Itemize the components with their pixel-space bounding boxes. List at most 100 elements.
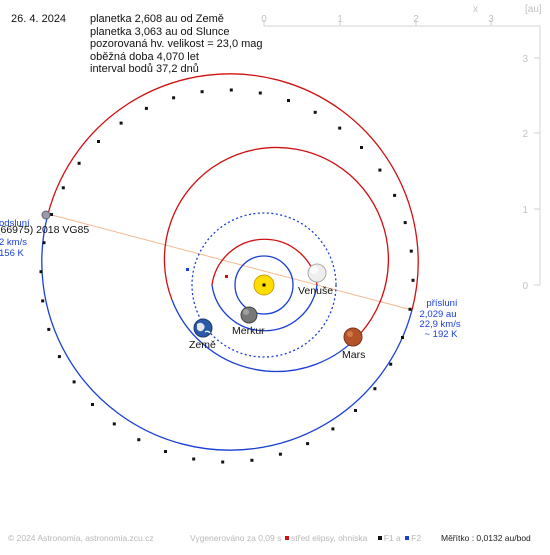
- aphelion-speed: 2 km/s: [0, 237, 27, 248]
- orbit-point: [57, 355, 61, 359]
- orbit-point: [408, 307, 412, 311]
- orbit-point: [306, 442, 310, 446]
- orbit-point: [72, 380, 76, 384]
- asteroid-icon: [41, 210, 51, 220]
- orbit-point: [401, 336, 404, 339]
- orbit-point: [39, 270, 43, 274]
- orbit-point: [360, 146, 363, 149]
- orbit-point: [112, 422, 116, 426]
- second-focus-marker: [186, 268, 189, 271]
- orbit-point: [411, 278, 415, 282]
- info-magnitude: pozorovaná hv. velikost = 23,0 mag: [90, 38, 263, 50]
- orbit-point: [97, 140, 100, 143]
- sun-focus-marker: [262, 283, 266, 287]
- aphelion-title: odsluní: [0, 218, 30, 229]
- mercury-icon: [240, 306, 258, 324]
- orbit-point: [409, 249, 413, 253]
- orbit-point: [278, 452, 282, 456]
- legend-f2-label: F2: [411, 533, 422, 543]
- orbit-point: [119, 121, 123, 125]
- info-period: oběžná doba 4,070 let: [90, 50, 199, 63]
- f2-marker-swatch: [405, 536, 410, 541]
- x-axis-label: x: [473, 4, 478, 15]
- y-tick-label: 1: [522, 205, 528, 216]
- mercury-orbit: [234, 255, 294, 315]
- orbit-point: [378, 168, 382, 172]
- x-axis-ticks: [263, 20, 492, 26]
- orbit-point: [403, 221, 407, 225]
- legend-center-label: střed elipsy, ohniska: [291, 533, 368, 543]
- orbit-point: [313, 110, 317, 114]
- f1-marker-swatch: [377, 536, 382, 541]
- x-tick-label: 0: [261, 14, 267, 25]
- orbit-point: [338, 126, 342, 130]
- orbit-point: [200, 90, 204, 94]
- aphelion-days: 156 K: [0, 248, 24, 259]
- orbit-point: [287, 99, 290, 102]
- perihelion-title: přísluní: [426, 298, 458, 309]
- earth-label: Země: [189, 339, 216, 351]
- footer-copyright: © 2024 Astronomia, astronomia.zcu.cz: [8, 533, 154, 543]
- info-distance-sun: planetka 3,063 au od Slunce: [90, 25, 230, 38]
- x-tick-label: 1: [337, 14, 343, 25]
- ellipse-center-marker: [225, 275, 228, 278]
- venus-orbit-north: [211, 238, 318, 286]
- y-axis-ticks: [534, 57, 540, 286]
- orbit-point: [137, 438, 141, 442]
- venus-icon: [307, 263, 327, 283]
- orbit-point: [192, 457, 196, 461]
- date-label: 26. 4. 2024: [11, 13, 67, 25]
- line-of-apsides: [47, 213, 413, 311]
- asteroid-orbit-north: [47, 73, 419, 311]
- orbit-point: [250, 458, 254, 462]
- orbit-point: [331, 427, 335, 431]
- mars-orbit-south: [171, 299, 361, 373]
- perihelion-speed: 22,9 km/s: [419, 319, 460, 330]
- mars-icon: [343, 327, 363, 347]
- x-tick-label: 3: [488, 14, 494, 25]
- perihelion-distance: 2,029 au: [420, 309, 457, 320]
- asteroid-label: (66975) 2018 VG85: [0, 224, 89, 236]
- venus-label: Venuše: [298, 285, 333, 297]
- orbit-point: [42, 241, 46, 245]
- center-marker-swatch: [285, 536, 289, 541]
- y-tick-label: 2: [522, 129, 528, 140]
- venus-orbit-south: [211, 284, 318, 332]
- footer-generated: Vygenerováno za 0,09 s: [190, 533, 282, 543]
- mars-label: Mars: [342, 349, 365, 361]
- x-tick-label: 2: [413, 14, 419, 25]
- orbit-point: [144, 106, 148, 110]
- asteroid-orbit-south: [41, 213, 413, 451]
- orbit-point-markers: [39, 88, 415, 464]
- footer-scale: Měřítko : 0,0132 au/bod: [441, 533, 531, 543]
- orbit-point: [229, 88, 233, 92]
- mars-orbit-north: [163, 146, 390, 335]
- orbit-point: [389, 362, 393, 366]
- orbit-point: [172, 96, 176, 100]
- earth-orbit: [191, 212, 337, 358]
- info-point-interval: interval bodů 37,2 dnů: [90, 63, 199, 75]
- orbit-point: [41, 299, 45, 303]
- orbit-point: [50, 213, 53, 216]
- info-distance-earth: planetka 2,608 au od Země: [90, 13, 224, 25]
- footer-legend: střed elipsy, ohniska F1 a F2: [283, 533, 421, 543]
- perihelion-days: ~ 192 K: [424, 329, 458, 340]
- y-tick-label: 3: [522, 54, 528, 65]
- orbit-point: [393, 193, 397, 197]
- orbit-point: [258, 91, 262, 95]
- mercury-label: Merkur: [232, 325, 265, 337]
- orbit-point: [47, 327, 51, 331]
- orbit-point: [91, 403, 94, 406]
- orbit-point: [61, 186, 65, 190]
- legend-f1-label: F1 a: [383, 533, 401, 543]
- orbit-point: [164, 450, 167, 453]
- orbit-point: [77, 161, 81, 165]
- y-tick-label: 0: [522, 281, 528, 292]
- orbit-point: [373, 387, 377, 391]
- axis-unit: [au]: [525, 4, 542, 15]
- orbit-point: [221, 460, 225, 464]
- info-panel: planetka 2,608 au od Země planetka 3,063…: [90, 13, 263, 76]
- orbit-point: [354, 409, 357, 412]
